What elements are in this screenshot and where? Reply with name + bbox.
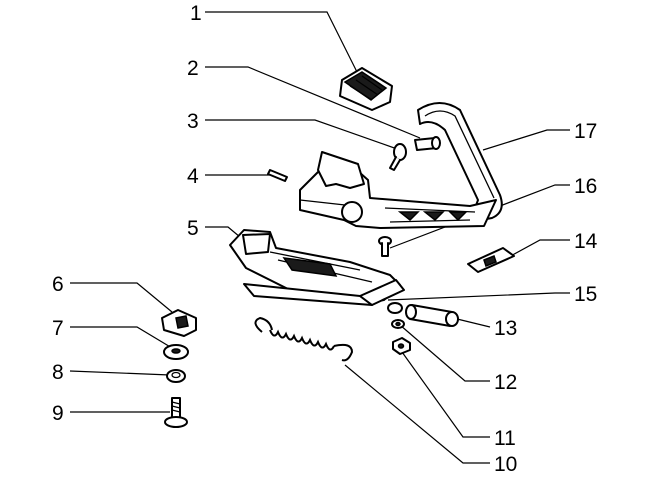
callout-5: 5 <box>187 217 199 240</box>
callout-17: 17 <box>574 120 597 143</box>
leader-11 <box>401 351 490 438</box>
spacer-sleeve <box>405 304 459 327</box>
small-pin <box>267 169 288 182</box>
leader-10 <box>344 364 490 464</box>
stand-pad-plate <box>467 247 515 273</box>
callout-7: 7 <box>52 317 64 340</box>
callout-9: 9 <box>52 402 64 425</box>
bracket-clip <box>161 309 197 337</box>
return-spring <box>254 316 354 362</box>
pedal-rubber-pad <box>339 67 393 111</box>
callout-6: 6 <box>52 273 64 296</box>
callout-10: 10 <box>494 453 517 476</box>
washer-12 <box>391 319 405 329</box>
leader-lines <box>69 11 570 464</box>
callout-2: 2 <box>187 57 199 80</box>
stand-body <box>299 151 497 229</box>
callout-14: 14 <box>574 230 598 253</box>
leader-17 <box>482 129 570 151</box>
leader-13 <box>452 317 491 328</box>
rivet <box>389 143 407 171</box>
callout-13: 13 <box>494 317 517 340</box>
bolt <box>378 236 392 257</box>
washer-15 <box>387 302 403 314</box>
flat-washer <box>163 344 189 360</box>
leader-14 <box>506 239 570 259</box>
callout-4: 4 <box>187 165 199 188</box>
callout-labels: 1 2 3 4 5 6 7 8 9 10 11 12 13 14 15 16 1… <box>52 2 598 476</box>
leader-3 <box>205 119 401 151</box>
callout-11: 11 <box>494 427 516 450</box>
callout-12: 12 <box>494 371 517 394</box>
callout-15: 15 <box>574 283 597 306</box>
stand-lever <box>417 102 503 223</box>
leader-1 <box>205 11 359 75</box>
callout-3: 3 <box>187 110 199 133</box>
callout-16: 16 <box>574 175 597 198</box>
callout-8: 8 <box>52 361 64 384</box>
leader-15 <box>387 292 570 301</box>
screw <box>164 397 188 428</box>
nut <box>392 337 411 355</box>
leader-8 <box>69 370 171 376</box>
stand-leg <box>229 229 405 306</box>
leader-7 <box>70 326 173 349</box>
callout-1: 1 <box>190 2 202 25</box>
leader-6 <box>70 282 173 313</box>
leader-2 <box>205 66 421 139</box>
pin <box>414 136 441 151</box>
leader-12 <box>399 324 490 382</box>
spring-washer <box>166 369 186 383</box>
